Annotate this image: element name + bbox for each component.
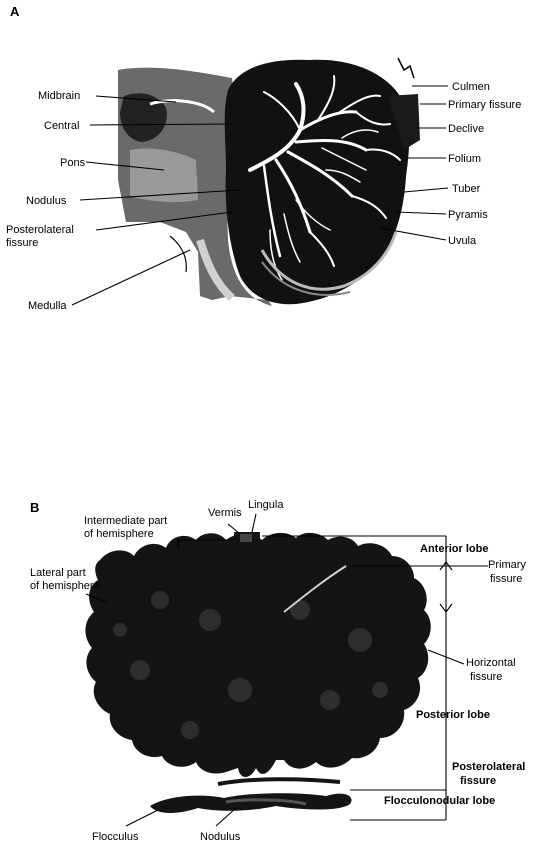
label-primary-line1: Primary [488,559,526,571]
leader-tuber [404,188,448,192]
panel-b-letter: B [30,500,39,515]
label-medulla: Medulla [28,300,67,312]
label-nodulus: Nodulus [26,195,67,207]
pons-shading [130,148,198,202]
label-nodulus-b: Nodulus [200,831,241,843]
label-posterolateral-b-line1: Posterolateral [452,761,525,773]
label-declive: Declive [448,123,484,135]
cerebellum-body [85,533,430,777]
label-posterolateral-b-line2: fissure [460,775,496,787]
label-central: Central [44,120,79,132]
unfolded-cerebellum-illustration [85,532,430,813]
label-horizontal-line1: Horizontal [466,657,516,669]
label-intermediate-line1: Intermediate part [84,515,167,527]
label-primary-line2: fissure [490,573,522,585]
leader-pyramis [396,212,446,214]
sagittal-section-illustration [118,58,420,306]
label-posterolateral-a-line2: fissure [6,237,38,249]
label-posterior-lobe: Posterior lobe [416,709,490,721]
label-lingula: Lingula [248,499,284,511]
panel-b: B [30,499,526,843]
leader-flocculus [126,810,158,826]
label-midbrain: Midbrain [38,90,80,102]
label-horizontal-line2: fissure [470,671,502,683]
label-pons: Pons [60,157,86,169]
posterolateral-strip [218,779,340,784]
label-primary-fissure: Primary fissure [448,99,521,111]
leader-lingula [252,514,256,532]
label-flocculus: Flocculus [92,831,139,843]
label-uvula: Uvula [448,235,477,247]
tectum-mark [398,58,414,78]
label-flocculonodular-lobe: Flocculonodular lobe [384,795,495,807]
label-intermediate-line2: of hemisphere [84,528,154,540]
label-pyramis: Pyramis [448,209,488,221]
medulla-outline [170,236,186,272]
label-tuber: Tuber [452,183,481,195]
label-culmen: Culmen [452,81,490,93]
leader-medulla [72,250,190,305]
panel-a-letter: A [10,4,20,19]
label-anterior-lobe: Anterior lobe [420,543,488,555]
label-vermis: Vermis [208,507,242,519]
label-folium: Folium [448,153,481,165]
cerebellum-mass [225,60,409,305]
label-posterolateral-a-line1: Posterolateral [6,224,74,236]
label-lateral-line1: Lateral part [30,567,86,579]
flocculonodular-shape [150,793,352,813]
label-lateral-line2: of hemisphere [30,580,100,592]
lingula-notch [240,534,252,542]
panel-a: A [6,4,521,312]
